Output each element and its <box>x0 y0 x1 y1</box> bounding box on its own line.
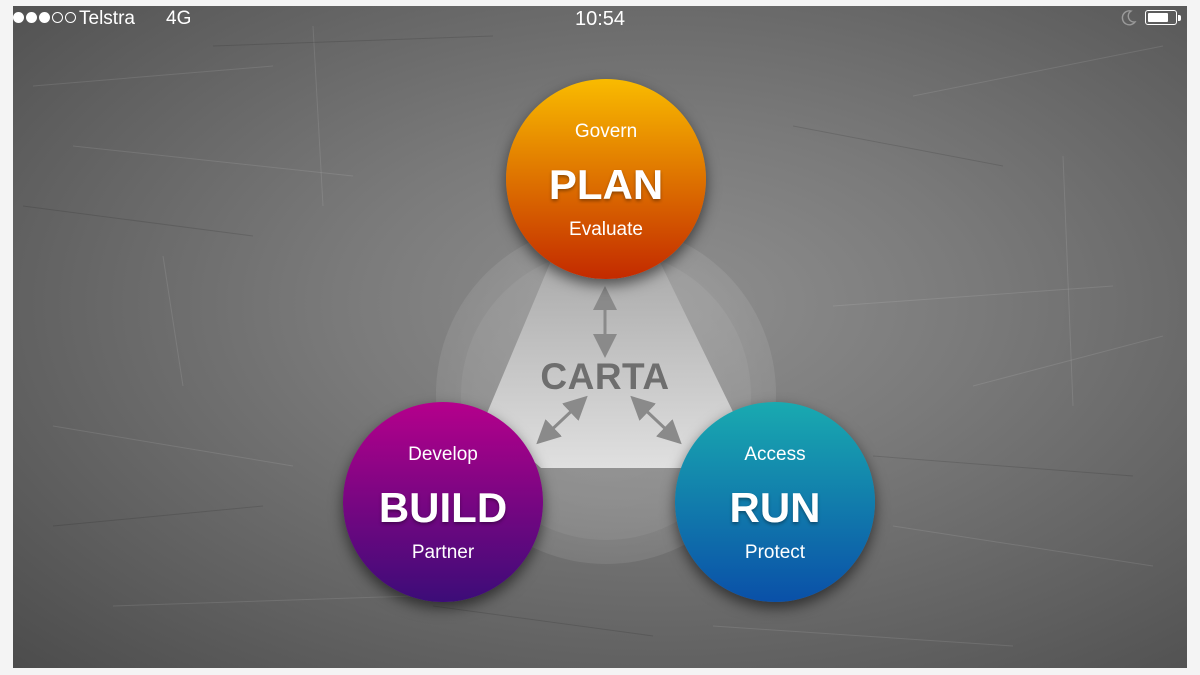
moon-icon <box>1121 10 1137 26</box>
signal-strength-icon <box>13 12 76 23</box>
plan-circle: Govern PLAN Evaluate <box>506 79 706 279</box>
run-top-label: Access <box>744 444 806 465</box>
battery-icon <box>1145 10 1177 25</box>
double-arrow-icon <box>536 395 588 445</box>
battery-level <box>1148 13 1168 22</box>
build-title: BUILD <box>378 484 508 531</box>
run-bottom-label: Protect <box>744 542 806 563</box>
plan-bottom-label: Evaluate <box>569 219 643 240</box>
run-circle: Access RUN Protect <box>675 402 875 602</box>
run-title: RUN <box>729 484 821 531</box>
network-type: 4G <box>166 8 192 29</box>
carrier-name: Telstra <box>79 8 135 29</box>
build-top-label: Develop <box>408 444 478 465</box>
signal-dot <box>26 12 37 23</box>
plan-title: PLAN <box>548 161 664 208</box>
build-circle: Develop BUILD Partner <box>343 402 543 602</box>
battery-tip <box>1178 15 1181 21</box>
signal-dot <box>65 12 76 23</box>
center-label: CARTA <box>540 356 670 397</box>
double-arrow-icon <box>630 395 682 445</box>
signal-dot <box>52 12 63 23</box>
carta-diagram <box>485 256 736 468</box>
signal-dot <box>13 12 24 23</box>
status-bar: Telstra 4G 10:54 <box>13 6 1187 32</box>
build-bottom-label: Partner <box>411 542 475 563</box>
plan-top-label: Govern <box>574 121 638 142</box>
screen: CARTA Govern PLAN Evaluate Develop BUILD… <box>13 6 1187 668</box>
background-texture <box>22 25 1164 647</box>
signal-dot <box>39 12 50 23</box>
status-time: 10:54 <box>574 8 626 30</box>
